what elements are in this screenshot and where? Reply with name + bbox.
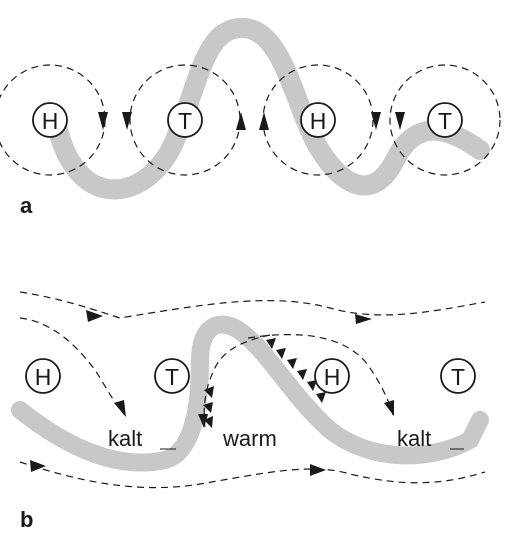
panel-b-flow-arrows bbox=[30, 310, 394, 476]
panel-b: H T H T kalt warm kalt b bbox=[11, 291, 489, 532]
panel-b-label: b bbox=[20, 507, 33, 532]
arrow-right-icon bbox=[310, 464, 326, 476]
pressure-symbol-h: H bbox=[25, 358, 61, 394]
arrow-right-icon bbox=[30, 460, 46, 472]
arrow-down-icon bbox=[395, 112, 405, 130]
arrow-up-icon bbox=[259, 112, 269, 130]
pressure-symbol-t: T bbox=[154, 358, 190, 394]
panel-b-flow-center bbox=[203, 334, 271, 429]
pressure-symbol-h: H bbox=[32, 102, 68, 138]
arrow-right-icon bbox=[86, 310, 103, 322]
air-mass-label-kalt: kalt bbox=[397, 426, 431, 451]
air-mass-label-warm: warm bbox=[222, 426, 277, 451]
pressure-symbol-t: T bbox=[440, 358, 476, 394]
svg-text:H: H bbox=[310, 108, 327, 134]
svg-text:T: T bbox=[165, 364, 179, 390]
arrow-right-icon bbox=[355, 314, 372, 324]
panel-a: H T H T a bbox=[0, 17, 501, 218]
arrow-down-icon bbox=[122, 112, 132, 130]
arrow-down-icon bbox=[98, 112, 108, 130]
arrow-down-icon bbox=[114, 400, 126, 417]
pressure-symbol-t: T bbox=[427, 102, 463, 138]
arrow-up-icon bbox=[236, 112, 246, 130]
pressure-symbol-h: H bbox=[300, 102, 336, 138]
arrow-down-icon bbox=[384, 400, 394, 416]
svg-text:T: T bbox=[178, 108, 192, 134]
air-mass-label-kalt: kalt bbox=[108, 426, 142, 451]
svg-text:H: H bbox=[324, 364, 341, 390]
panel-b-flow-upper bbox=[19, 291, 486, 319]
panel-a-jet-stream bbox=[48, 17, 490, 200]
svg-text:H: H bbox=[42, 108, 59, 134]
panel-b-front-marks-left bbox=[203, 386, 214, 428]
arrow-down-icon bbox=[198, 414, 208, 428]
svg-text:T: T bbox=[451, 364, 465, 390]
svg-text:T: T bbox=[438, 108, 452, 134]
pressure-symbol-h: H bbox=[314, 358, 350, 394]
pressure-symbol-t: T bbox=[167, 102, 203, 138]
panel-b-jet-stream bbox=[11, 315, 489, 472]
svg-text:H: H bbox=[35, 364, 52, 390]
arrow-down-icon bbox=[371, 112, 381, 130]
panel-a-label: a bbox=[20, 193, 33, 218]
panel-b-flow-right bbox=[247, 334, 394, 416]
panel-a-circulation-t2 bbox=[389, 64, 501, 176]
panel-b-front-marks bbox=[266, 338, 326, 403]
panel-b-flow-lower bbox=[19, 461, 486, 489]
panel-a-flow-arrows bbox=[98, 112, 405, 130]
